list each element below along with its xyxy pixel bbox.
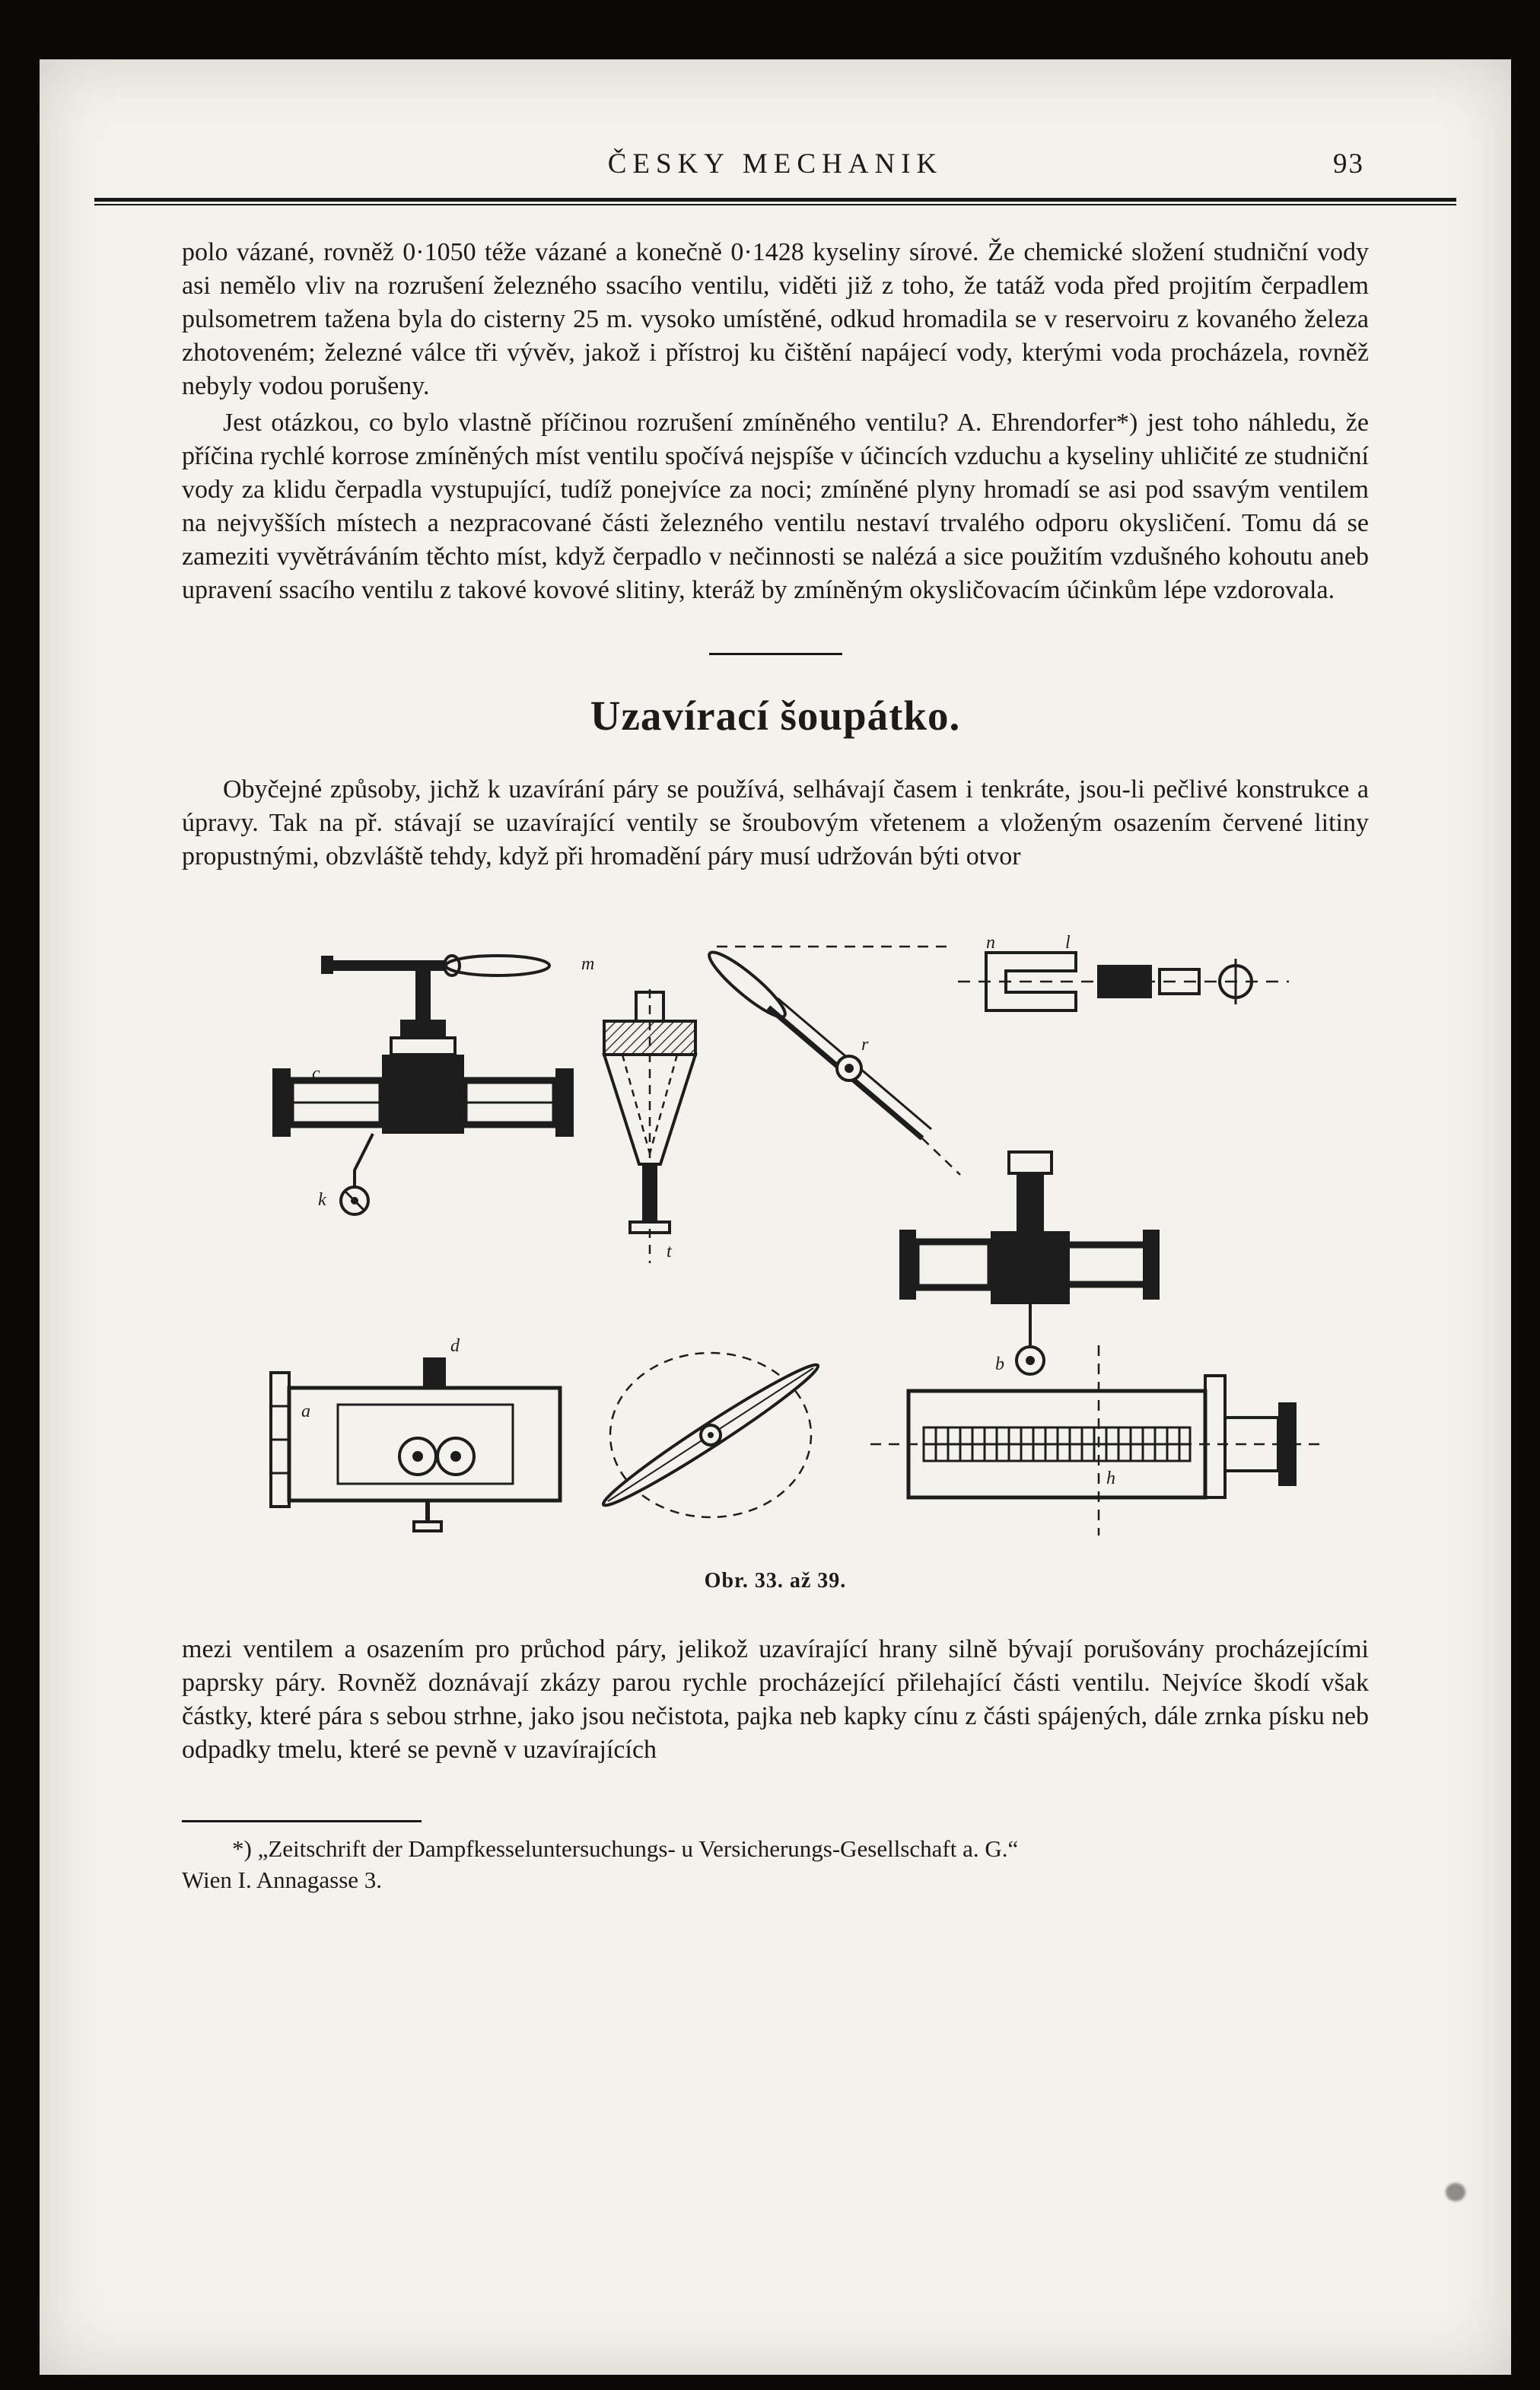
part-label-m: m bbox=[581, 954, 594, 974]
journal-title: ČESKY MECHANIK bbox=[607, 148, 943, 180]
part-label-n: n bbox=[986, 933, 995, 953]
page-header: ČESKY MECHANIK 93 bbox=[182, 148, 1369, 187]
section-heading: Uzavírací šoupátko. bbox=[590, 692, 961, 739]
figure-cone-valve bbox=[602, 989, 698, 1263]
part-label-r: r bbox=[861, 1035, 869, 1055]
part-label-t: t bbox=[667, 1242, 673, 1262]
part-label-k: k bbox=[318, 1190, 326, 1210]
scanned-page: ČESKY MECHANIK 93 polo vázané, rovněž 0·… bbox=[40, 59, 1511, 2375]
scan-artifact-dot bbox=[1446, 2183, 1465, 2201]
page-number: 93 bbox=[1333, 148, 1364, 180]
figure-globe-valve bbox=[272, 954, 574, 1216]
footnote-line-2: Wien I. Annagasse 3. bbox=[182, 1866, 383, 1893]
figure-block: m c k t n l r a d b h Obr. 33. až 39. bbox=[182, 919, 1369, 1593]
figure-valve-section-right bbox=[899, 1150, 1160, 1376]
section-paragraph-2: mezi ventilem a osazením pro průchod pár… bbox=[182, 1635, 1369, 1764]
part-label-d: d bbox=[450, 1336, 460, 1356]
figure-drawing: m c k t n l r a d b h bbox=[269, 933, 1319, 1536]
section-divider bbox=[708, 653, 842, 655]
figure-slide-assembly bbox=[269, 1357, 562, 1532]
article-paragraph-2: Jest otázkou, co bylo vlastně příčinou r… bbox=[182, 409, 1369, 604]
figure-screw-valve bbox=[870, 1345, 1319, 1536]
footnote-rule bbox=[182, 1820, 422, 1822]
footnote-line-1: *) „Zeitschrift der Dampfkesseluntersuch… bbox=[232, 1835, 1019, 1862]
footnote-block: *) „Zeitschrift der Dampfkesseluntersuch… bbox=[182, 1820, 1369, 1895]
part-label-a: a bbox=[301, 1402, 310, 1421]
figure-handwheel-plan bbox=[601, 1351, 820, 1519]
section-paragraph-1: Obyčejné způsoby, jichž k uzavírání páry… bbox=[182, 775, 1369, 870]
header-rule bbox=[94, 198, 1456, 205]
part-label-h: h bbox=[1106, 1469, 1115, 1488]
figure-lever-handle bbox=[708, 945, 961, 1176]
part-label-c: c bbox=[312, 1064, 320, 1084]
part-label-b: b bbox=[995, 1354, 1004, 1374]
article-paragraph-1: polo vázané, rovněž 0·1050 téže vázané a… bbox=[182, 238, 1369, 400]
page-content: ČESKY MECHANIK 93 polo vázané, rovněž 0·… bbox=[94, 59, 1456, 1895]
figure-part-labels: m c k t n l r a d b h bbox=[301, 933, 1115, 1488]
figure-caption: Obr. 33. až 39. bbox=[704, 1569, 847, 1593]
part-label-l: l bbox=[1065, 933, 1071, 953]
figure-coupling-detail bbox=[958, 951, 1289, 1012]
